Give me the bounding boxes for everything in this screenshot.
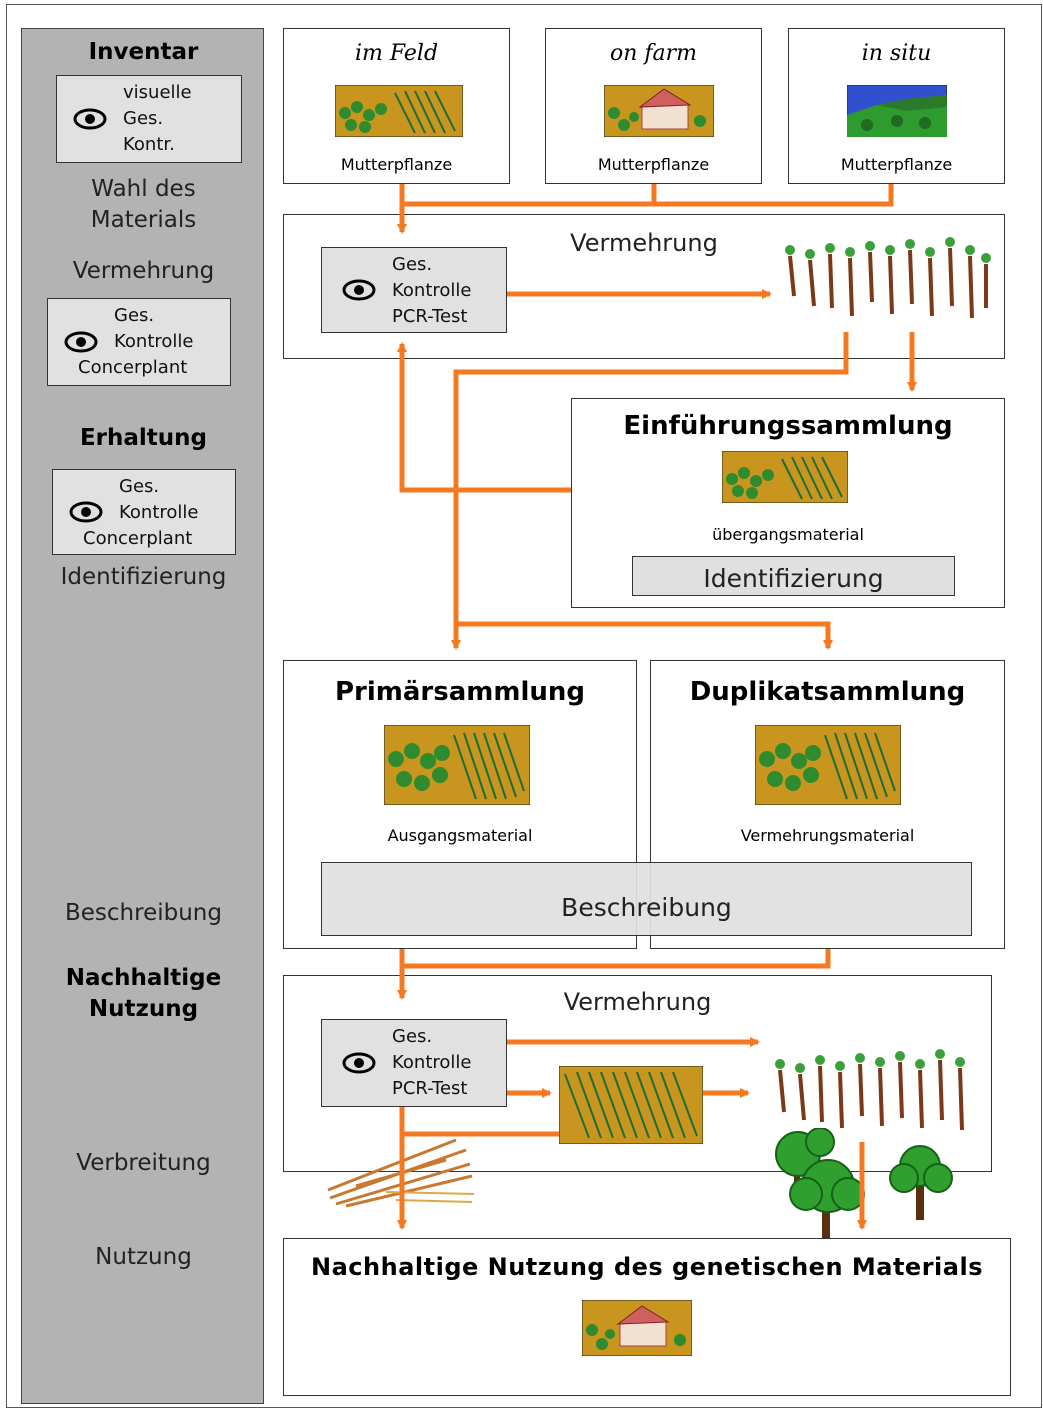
- nutzung-title: Nachhaltige Nutzung des genetischen Mate…: [311, 1253, 983, 1281]
- control-line: Ges.: [123, 108, 164, 129]
- wahl-line: Wahl des: [91, 176, 196, 202]
- control-line: Concerplant: [78, 357, 188, 378]
- source-im-feld: im Feld Mutterpflanze: [283, 28, 510, 184]
- sidebar-wahl: Wahl des Materials: [22, 174, 265, 236]
- beschreibung-bar: Beschreibung: [321, 862, 972, 936]
- vermehrung-control-1: Ges. Kontrolle PCR-Test: [321, 247, 507, 333]
- sidebar-control-visual: visuelle Ges. Kontr.: [56, 75, 242, 163]
- einfuehrung-title: Einführungssammlung: [623, 411, 953, 441]
- eye-icon: [64, 331, 98, 353]
- eye-icon: [342, 279, 376, 301]
- control-line: Ges.: [392, 254, 433, 275]
- vermehrung-control-2: Ges. Kontrolle PCR-Test: [321, 1019, 507, 1107]
- eye-icon: [73, 108, 107, 130]
- control-line: Kontrolle: [119, 502, 199, 523]
- primaer-label: Ausgangsmaterial: [387, 826, 533, 845]
- identifizierung-bar: Identifizierung: [632, 556, 955, 596]
- vermehrung-title: Vermehrung: [570, 229, 718, 257]
- sidebar-inventar: Inventar: [88, 39, 199, 65]
- sidebar-control-concerplant-2: Ges. Kontrolle Concerplant: [52, 469, 236, 555]
- sidebar-verbreitung: Verbreitung: [76, 1150, 211, 1176]
- sidebar-identifizierung: Identifizierung: [60, 564, 227, 590]
- nachhaltige-line: Nutzung: [88, 996, 199, 1022]
- control-line: Concerplant: [83, 528, 193, 549]
- farm-image: [604, 85, 714, 137]
- source-label: Mutterpflanze: [597, 155, 710, 174]
- sidebar-vermehrung: Vermehrung: [72, 258, 215, 284]
- control-line: visuelle: [123, 82, 192, 103]
- seedlings-image-1: [785, 237, 991, 319]
- einfuehrung-label: übergangsmaterial: [712, 525, 864, 544]
- control-line: Kontrolle: [114, 331, 194, 352]
- sidebar-nachhaltige: Nachhaltige Nutzung: [22, 963, 265, 1025]
- control-line: Ges.: [119, 476, 160, 497]
- control-line: PCR-Test: [392, 1078, 468, 1099]
- primaer-title: Primärsammlung: [335, 677, 585, 707]
- field-image: [335, 85, 463, 137]
- tree-icon: [775, 1128, 865, 1244]
- farm-image: [582, 1300, 692, 1356]
- sidebar: Inventar visuelle Ges. Kontr. Wahl des M…: [21, 28, 264, 1404]
- control-line: Kontr.: [123, 134, 175, 155]
- wahl-line: Materials: [90, 207, 197, 233]
- outer-frame: [6, 4, 1042, 1408]
- control-line: Ges.: [114, 305, 155, 326]
- source-title: on farm: [609, 41, 698, 66]
- sidebar-nutzung: Nutzung: [95, 1244, 192, 1270]
- seedlings-image-2: [775, 1049, 965, 1131]
- duplikat-title: Duplikatsammlung: [689, 677, 966, 707]
- source-label: Mutterpflanze: [340, 155, 453, 174]
- cuttings-bundle-image: [327, 1138, 475, 1208]
- field-image: [722, 451, 848, 503]
- eye-icon: [342, 1052, 376, 1074]
- control-line: Kontrolle: [392, 1052, 472, 1073]
- crop-field-image: [559, 1066, 703, 1144]
- field-image: [384, 725, 530, 805]
- source-in-situ: in situ Mutterpflanze: [788, 28, 1005, 184]
- nachhaltige-line: Nachhaltige: [65, 965, 222, 991]
- sidebar-erhaltung: Erhaltung: [79, 425, 208, 451]
- einfuehrungssammlung-box: Einführungssammlung übergangsmaterial Id…: [571, 398, 1005, 608]
- control-line: PCR-Test: [392, 306, 468, 327]
- tree-icon: [889, 1145, 953, 1220]
- duplikat-label: Vermehrungsmaterial: [740, 826, 915, 845]
- nachhaltige-nutzung-box: Nachhaltige Nutzung des genetischen Mate…: [283, 1238, 1011, 1396]
- sidebar-control-concerplant-1: Ges. Kontrolle Concerplant: [47, 298, 231, 386]
- vermehrung-title: Vermehrung: [563, 988, 712, 1016]
- sidebar-beschreibung: Beschreibung: [65, 900, 222, 926]
- field-image: [755, 725, 901, 805]
- control-line: Ges.: [392, 1026, 433, 1047]
- source-title: in situ: [861, 41, 932, 66]
- situ-image: [847, 85, 947, 137]
- eye-icon: [69, 501, 103, 523]
- source-label: Mutterpflanze: [840, 155, 953, 174]
- source-title: im Feld: [354, 41, 439, 66]
- source-on-farm: on farm Mutterpflanze: [545, 28, 762, 184]
- control-line: Kontrolle: [392, 280, 472, 301]
